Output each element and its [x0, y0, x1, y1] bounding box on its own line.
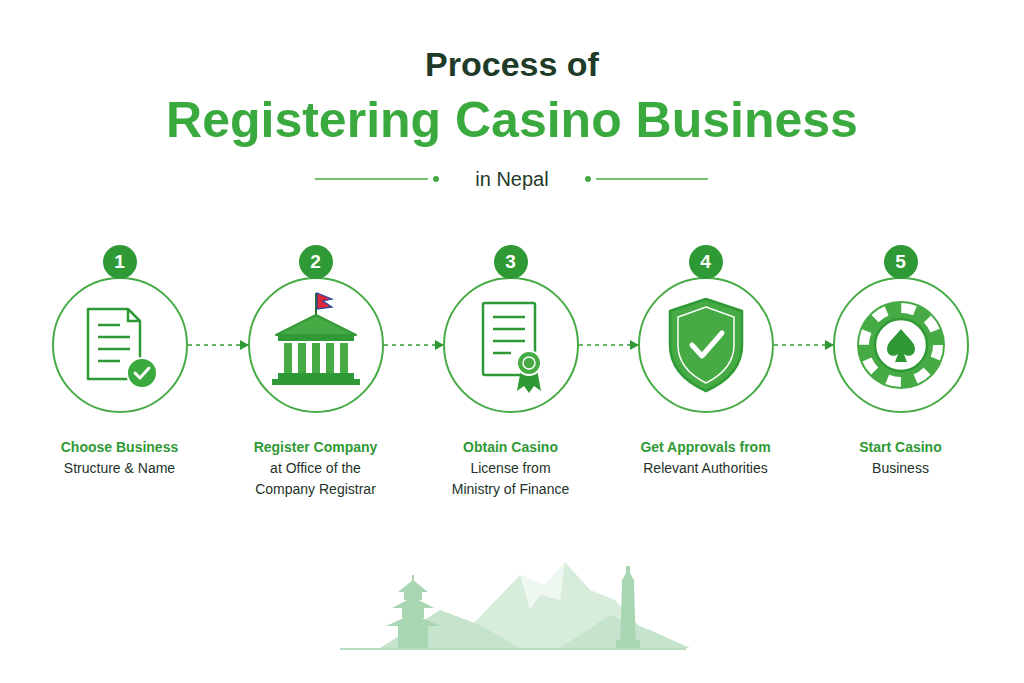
step-number: 5: [884, 245, 918, 279]
subtitle: in Nepal: [0, 166, 1024, 192]
step-number: 3: [494, 245, 528, 279]
step-description: License from Ministry of Finance: [446, 458, 576, 500]
step-description: Business: [816, 458, 986, 479]
pagoda: [386, 575, 440, 648]
dashed-arrow: [384, 344, 443, 346]
dashed-arrow: [579, 344, 638, 346]
step-circle: 3Obtain CasinoLicense from Ministry of F…: [443, 277, 579, 413]
step-heading: Start Casino: [816, 437, 986, 458]
title-prefix: Process of: [0, 42, 1024, 86]
divider-dot: [433, 176, 439, 182]
step-circle: 1Choose BusinessStructure & Name: [52, 277, 188, 413]
step-heading: Register Company: [241, 437, 391, 458]
mountain-snow: [520, 562, 565, 610]
step-number: 1: [103, 245, 137, 279]
ground-line: [340, 648, 686, 650]
step-heading: Obtain Casino: [446, 437, 576, 458]
step-number: 4: [689, 245, 723, 279]
dashed-arrow: [188, 344, 248, 346]
divider-line: [315, 178, 428, 180]
divider-dot: [585, 176, 591, 182]
title: Registering Casino Business: [0, 90, 1024, 150]
dashed-arrow: [774, 344, 833, 346]
step-heading: Choose Business: [35, 437, 205, 458]
step-circle: 4Get Approvals fromRelevant Authorities: [638, 277, 774, 413]
step-circle: 5Start CasinoBusiness: [833, 277, 969, 413]
step-description: at Office of the Company Registrar: [241, 458, 391, 500]
step-heading: Get Approvals from: [621, 437, 791, 458]
step-description: Relevant Authorities: [621, 458, 791, 479]
step-circle: 2Register Companyat Office of the Compan…: [248, 277, 384, 413]
step-number: 2: [299, 245, 333, 279]
mountain: [380, 610, 520, 648]
tower: [616, 566, 640, 648]
step-description: Structure & Name: [35, 458, 205, 479]
divider-line: [596, 178, 708, 180]
